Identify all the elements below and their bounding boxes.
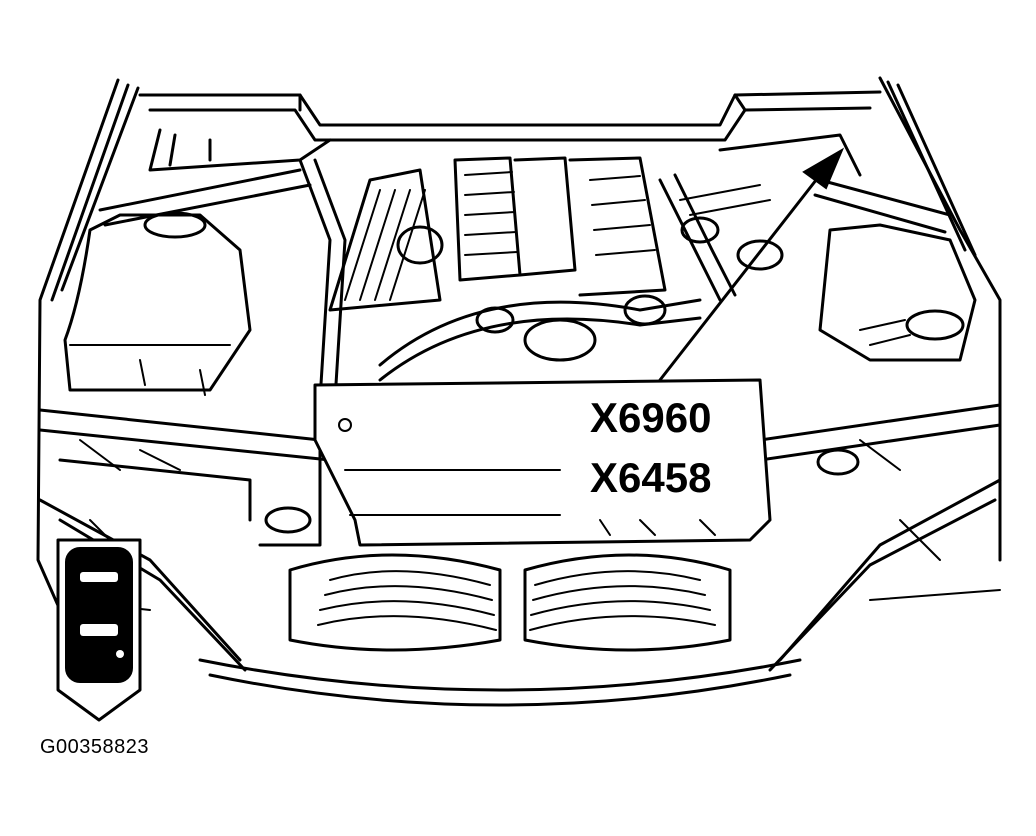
connector-label-x6960: X6960 — [590, 394, 711, 441]
radiator-grille — [198, 553, 802, 707]
hoses — [298, 158, 784, 402]
engine-intake — [328, 156, 667, 362]
grille-right-fins — [529, 570, 716, 631]
figure-identifier: G00358823 — [40, 736, 150, 758]
cowl-structure — [98, 128, 952, 234]
front-cross-member — [38, 403, 1002, 547]
callout-leader-arrow — [658, 147, 845, 382]
hood-outline — [36, 76, 1002, 612]
left-coolant-reservoir — [63, 211, 252, 396]
front-of-vehicle-arrow-icon — [56, 538, 142, 722]
connector-label-x6458: X6458 — [590, 454, 711, 501]
front-lower-structure — [38, 478, 1002, 672]
right-reservoir — [818, 223, 977, 362]
grille-left-fins — [317, 570, 497, 631]
control-module-panel — [313, 378, 772, 547]
